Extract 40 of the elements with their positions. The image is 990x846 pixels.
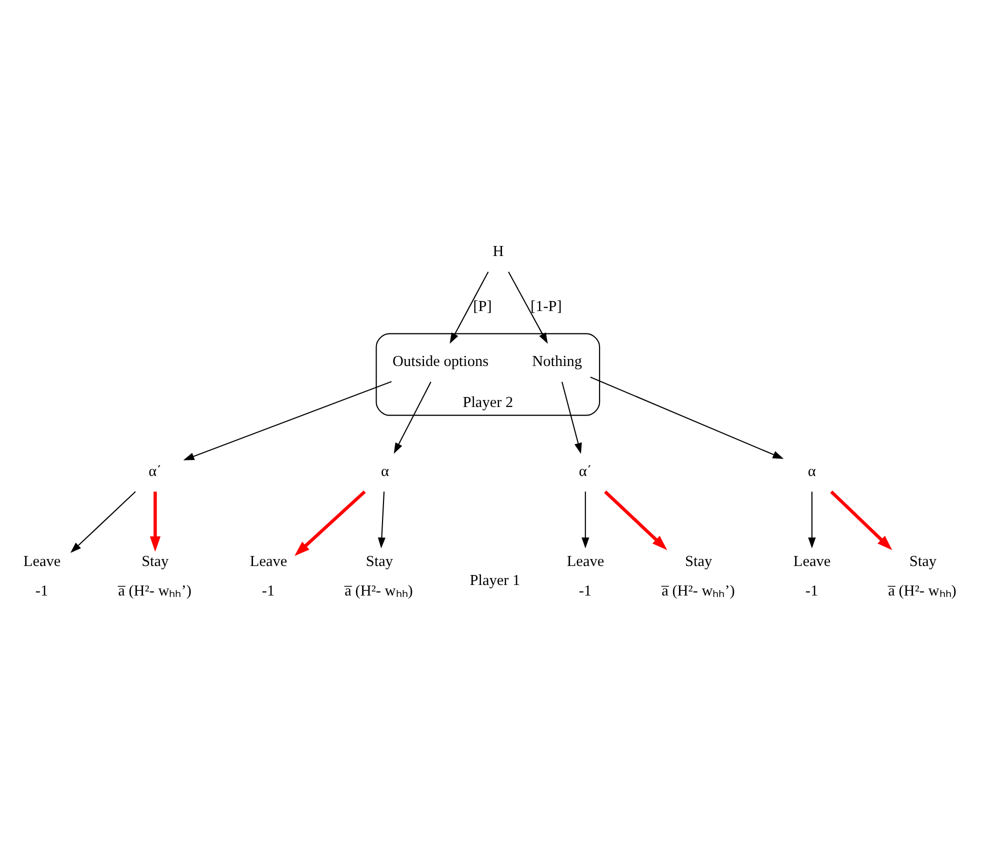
node-text: Outside options bbox=[392, 352, 489, 370]
arrow bbox=[604, 490, 668, 550]
node-label: -1 bbox=[578, 582, 592, 599]
arrow bbox=[183, 380, 392, 460]
node-text: Stay bbox=[366, 552, 394, 570]
node-text: Leave bbox=[250, 552, 288, 570]
node-text: Stay bbox=[685, 552, 712, 570]
arrow bbox=[561, 381, 582, 454]
node-text: α bbox=[808, 462, 816, 480]
node-text: α΄ bbox=[148, 462, 162, 480]
node-text: α bbox=[381, 462, 389, 480]
arrow bbox=[150, 491, 161, 552]
node-text: H bbox=[492, 242, 504, 260]
arrow bbox=[378, 491, 386, 548]
node-label: -1 bbox=[262, 582, 275, 599]
arrow bbox=[450, 271, 489, 344]
node-text: Stay bbox=[909, 552, 937, 570]
node-label: a̅ (H²- wₕₕ’) bbox=[118, 582, 192, 599]
node-text: Stay bbox=[142, 552, 169, 570]
node-text: α΄ bbox=[578, 462, 592, 480]
node-label: -1 bbox=[805, 582, 818, 599]
node-label: a̅ (H²- wₕₕ) bbox=[888, 582, 956, 599]
node-text: Leave bbox=[793, 552, 831, 570]
node-label: a̅ (H²- wₕₕ) bbox=[344, 582, 413, 599]
arrow bbox=[394, 381, 432, 454]
arrow bbox=[582, 491, 590, 548]
node-text: Leave bbox=[566, 552, 604, 570]
node-label: a̅ (H²- wₕₕ’) bbox=[662, 582, 735, 599]
node-label: -1 bbox=[35, 582, 48, 599]
arrow bbox=[808, 491, 816, 548]
arrow bbox=[830, 490, 892, 550]
arrow bbox=[70, 490, 136, 552]
edge-label: [1-P] bbox=[530, 297, 562, 314]
node-text: Leave bbox=[23, 552, 61, 570]
arrow bbox=[508, 271, 548, 344]
edge-label: [P] bbox=[473, 297, 492, 314]
node-text: Nothing bbox=[532, 352, 582, 370]
label: Player 1 bbox=[470, 571, 520, 588]
arrow bbox=[590, 376, 784, 458]
arrow bbox=[294, 490, 366, 556]
